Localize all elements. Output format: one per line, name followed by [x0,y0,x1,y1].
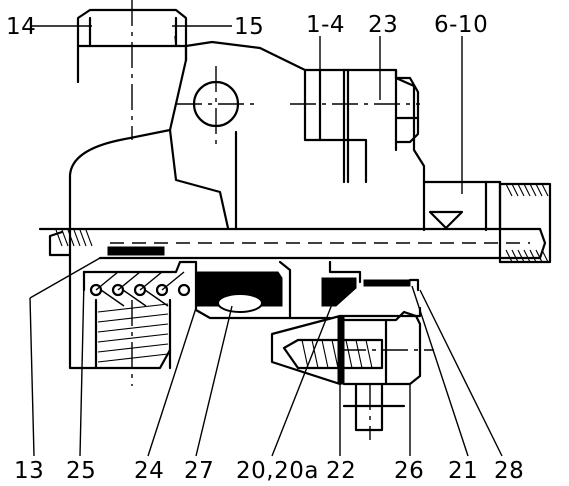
label-6-10: 6-10 [434,12,488,38]
label-27: 27 [184,458,214,484]
label-23: 23 [368,12,398,38]
part-labels: 14 15 1-4 23 6-10 13 25 24 27 20,20a 22 … [6,12,524,484]
label-25: 25 [66,458,96,484]
piston-rod [38,227,547,260]
threaded-nipple [498,182,552,264]
piston [321,260,422,318]
center-lines [131,0,434,440]
label-26: 26 [394,458,424,484]
label-22: 22 [326,458,356,484]
label-15: 15 [234,14,264,40]
label-13: 13 [14,458,44,484]
label-1-4: 1-4 [306,12,345,38]
piston-seal [194,260,332,320]
adjust-screw [270,310,422,432]
label-14: 14 [6,14,36,40]
label-21: 21 [448,458,478,484]
label-24: 24 [134,458,164,484]
leader-lines [29,25,503,457]
label-20-20a: 20,20a [236,458,319,484]
label-28: 28 [494,458,524,484]
spring-chamber [82,260,198,370]
